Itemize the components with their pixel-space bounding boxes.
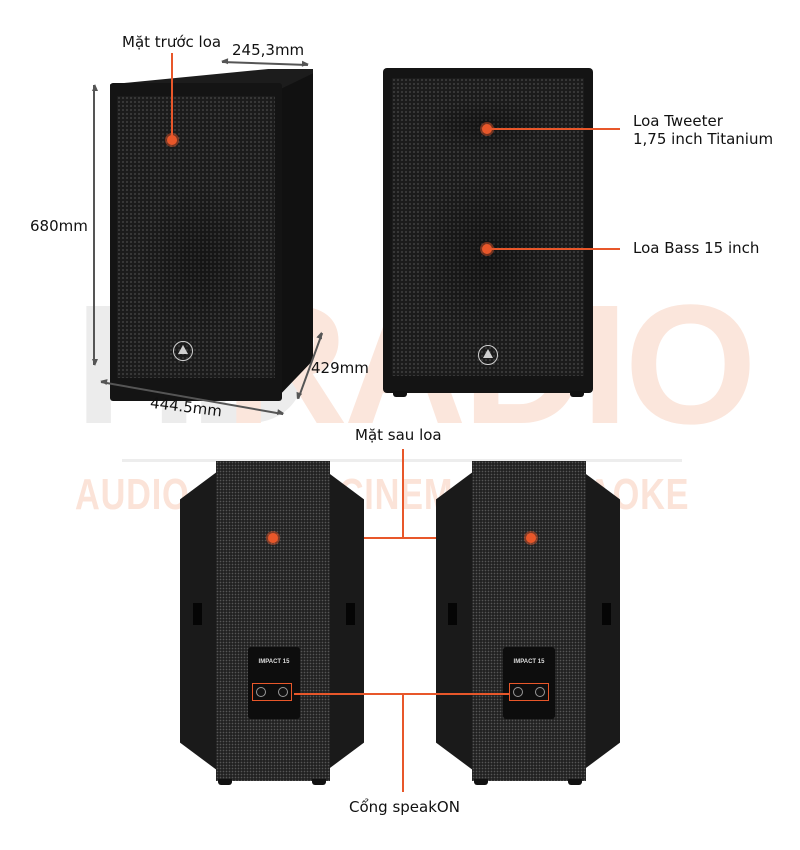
speakon-connector-icon — [535, 687, 545, 697]
woofer-shadow — [418, 175, 558, 335]
speaker-foot — [393, 391, 407, 397]
front-title-leader — [171, 53, 173, 136]
dimension-depth-label: 245,3mm — [232, 41, 305, 59]
speakon-highlight-left — [252, 683, 292, 701]
plate-model: IMPACT 15 — [258, 659, 290, 665]
speakon-vertical-leader — [402, 693, 404, 792]
tweeter-label-line2: 1,75 inch Titanium — [633, 130, 774, 148]
bass-marker-dot — [482, 244, 492, 254]
tweeter-label: Loa Tweeter 1,75 inch Titanium — [633, 112, 773, 148]
back-panel-right — [472, 461, 586, 781]
woofer-shadow — [140, 185, 260, 335]
tweeter-label-line1: Loa Tweeter — [633, 112, 723, 130]
front-view-title: Mặt trước loa — [122, 33, 222, 51]
bass-leader — [488, 248, 620, 250]
dimension-height-arrow — [93, 85, 95, 365]
bass-label: Loa Bass 15 inch — [633, 239, 760, 257]
dimension-height-label: 680mm — [30, 217, 88, 235]
speakon-horizontal-leader — [294, 693, 509, 695]
speaker-grille — [117, 96, 275, 378]
speakon-connector-icon — [513, 687, 523, 697]
back-marker-dot-left — [268, 533, 278, 543]
dimension-side-label: 429mm — [311, 359, 369, 377]
back-marker-dot-right — [526, 533, 536, 543]
side-handle — [346, 603, 355, 625]
speaker-foot — [474, 779, 488, 785]
dimension-depth-arrow — [221, 61, 308, 66]
side-handle — [448, 603, 457, 625]
brand-logo-icon — [173, 341, 193, 361]
speakon-connector-icon — [256, 687, 266, 697]
speakon-connector-icon — [278, 687, 288, 697]
back-left-leader — [273, 537, 531, 539]
plate-model: IMPACT 15 — [513, 659, 545, 665]
side-handle — [193, 603, 202, 625]
speakon-label: Cổng speakON — [349, 798, 460, 816]
speaker-foot — [570, 391, 584, 397]
speaker-foot — [568, 779, 582, 785]
back-title-leader — [402, 449, 404, 538]
brand-logo-icon — [478, 345, 498, 365]
side-handle — [602, 603, 611, 625]
back-panel-left — [216, 461, 330, 781]
front-marker-dot — [167, 135, 177, 145]
back-view-title: Mặt sau loa — [355, 426, 442, 444]
tweeter-leader — [488, 128, 620, 130]
speaker-foot — [312, 779, 326, 785]
tweeter-marker-dot — [482, 124, 492, 134]
speaker-foot — [218, 779, 232, 785]
speakon-highlight-right — [509, 683, 549, 701]
